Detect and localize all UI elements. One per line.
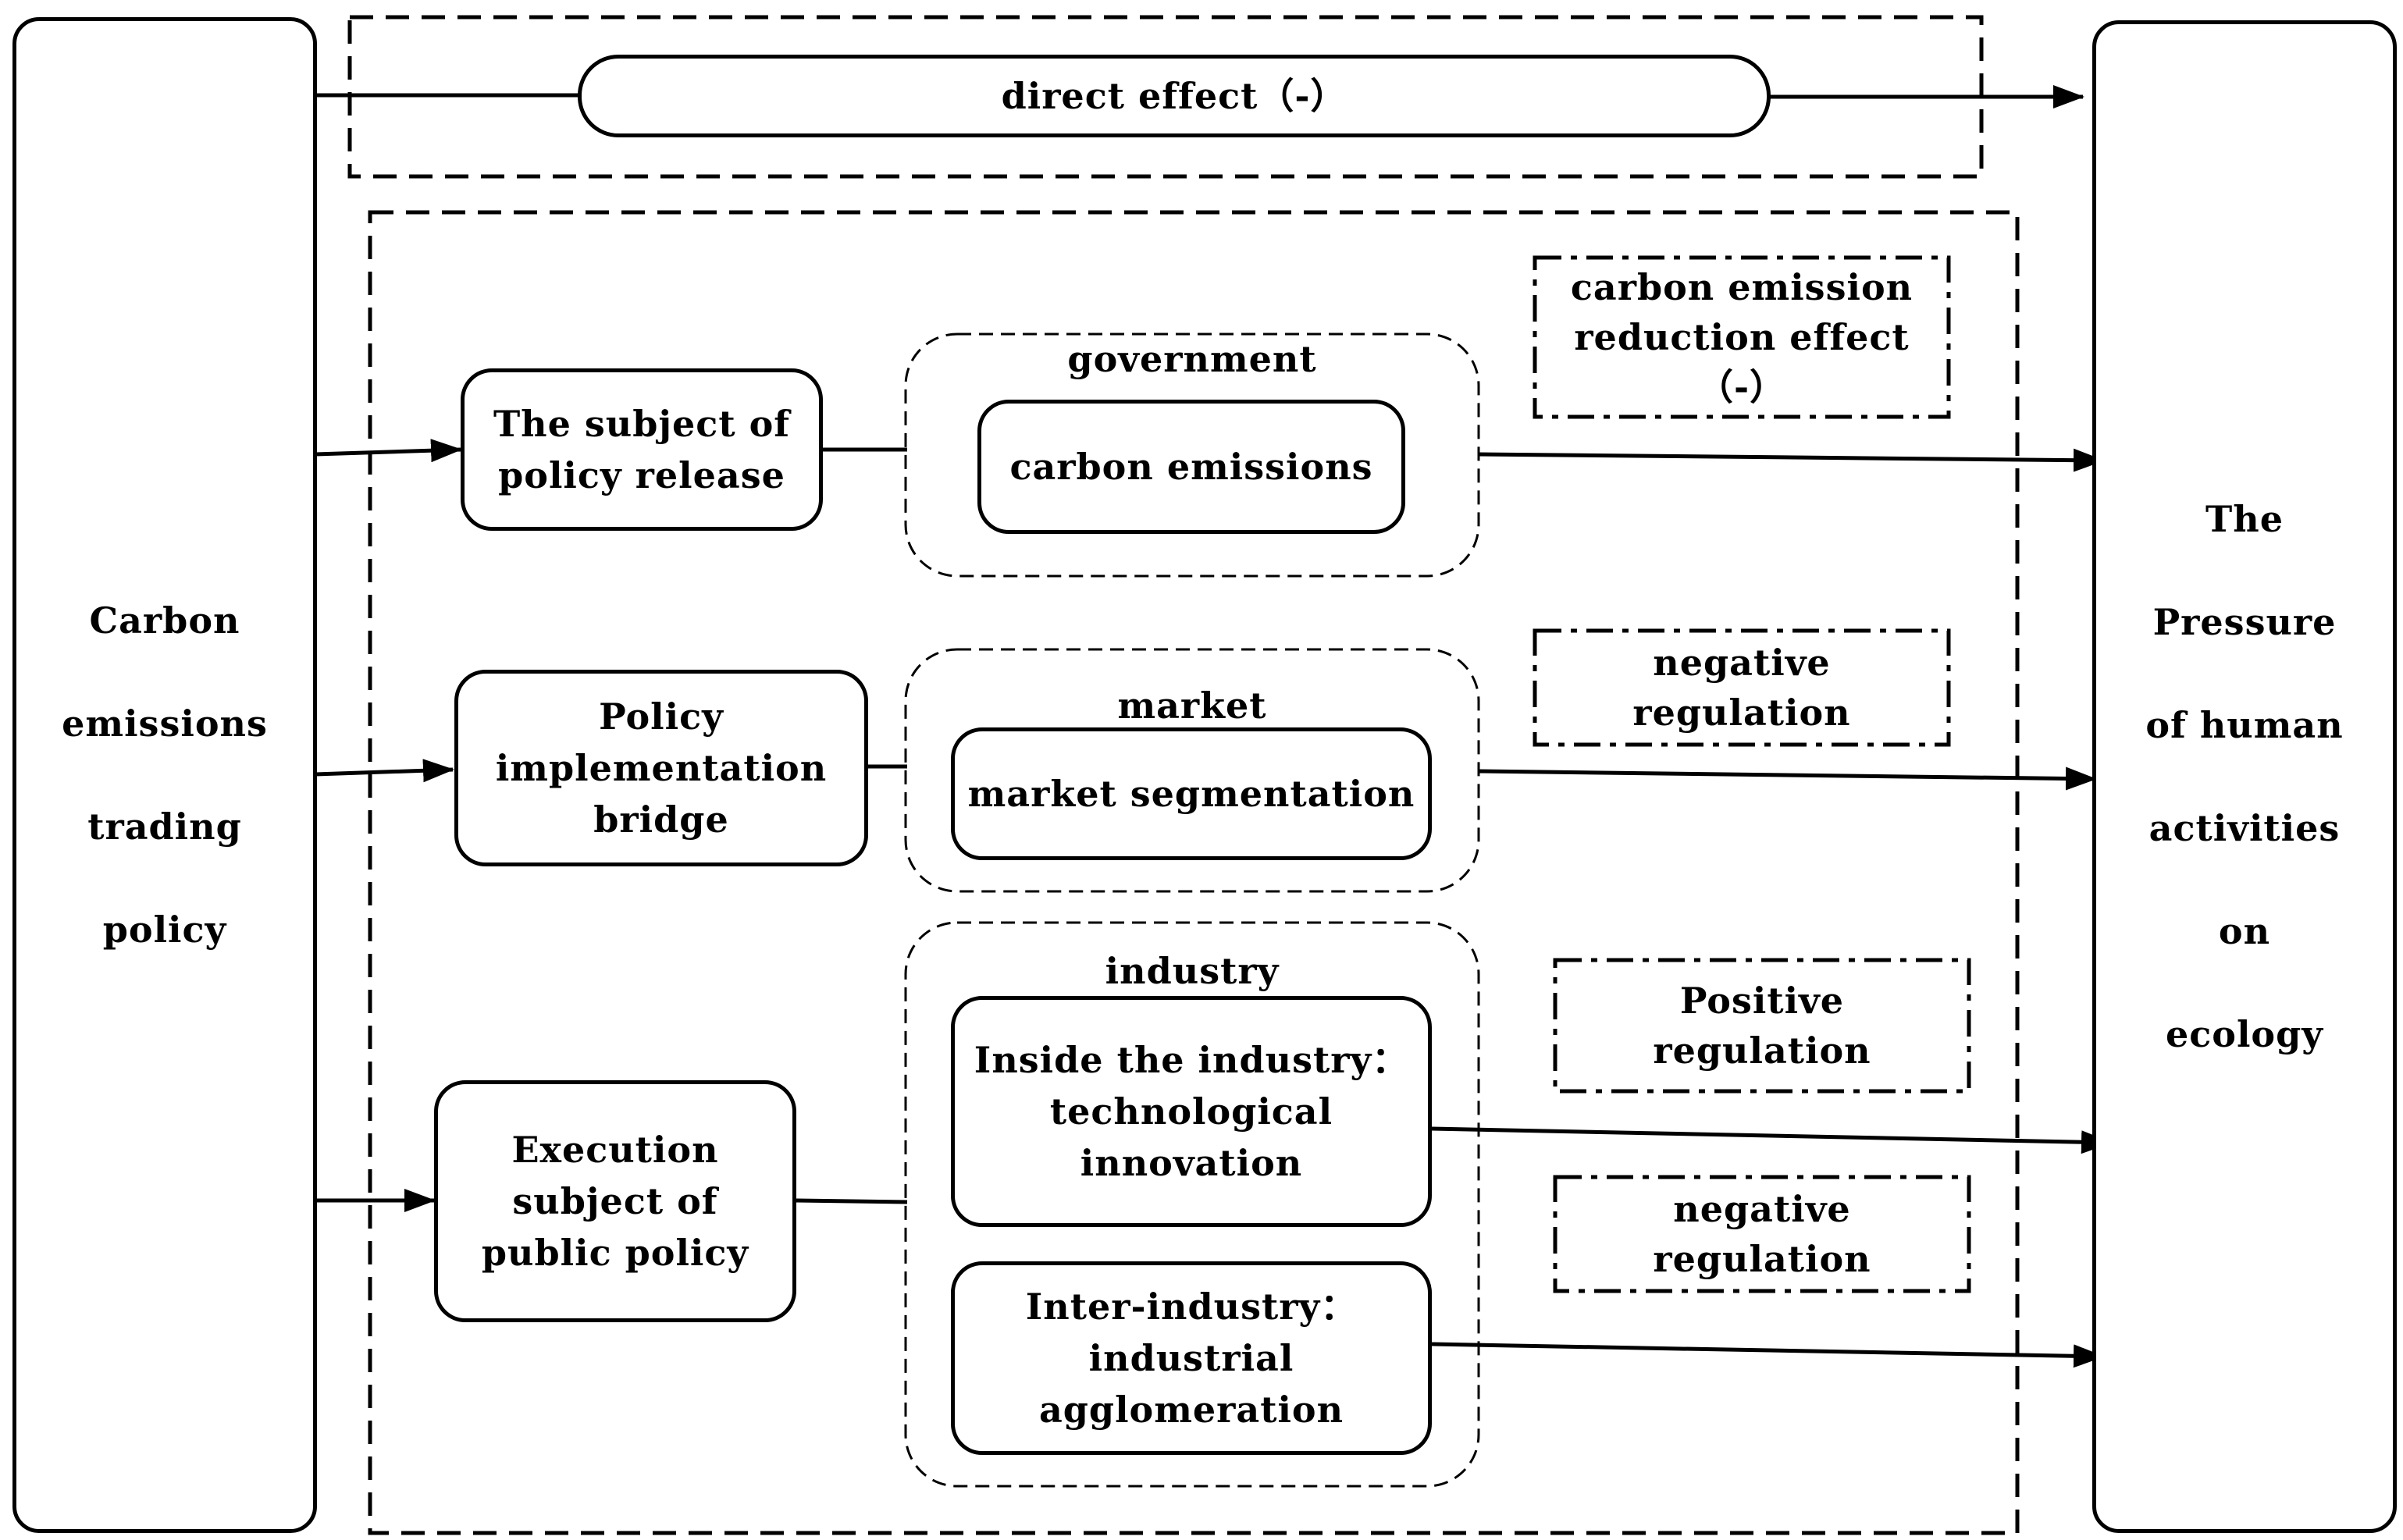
subject-line: The subject of: [493, 403, 791, 445]
arrow-to-implementation-bridge: [315, 759, 454, 783]
right-node-line: The: [2205, 498, 2284, 540]
inner-box-line: Inter-industry：: [1025, 1286, 1358, 1328]
implementation-bridge-subject-box: Policy implementation bridge: [454, 670, 868, 866]
carbon-trading-policy-node: Carbon emissions trading policy: [12, 17, 317, 1533]
subject-line: Policy: [599, 695, 724, 738]
effect-frame-emission: [1533, 255, 1951, 419]
effect-line: regulation: [1632, 692, 1851, 734]
market-group-label: market: [1117, 685, 1267, 727]
effect-line: negative: [1673, 1188, 1851, 1230]
subject-line: bridge: [593, 798, 729, 841]
effect-frame-market: [1533, 628, 1951, 747]
effect-frame-positive: [1553, 958, 1971, 1094]
right-node-line: Pressure: [2152, 601, 2337, 643]
left-node-line: trading: [87, 806, 242, 848]
positive-regulation-note: Positive regulation: [1555, 960, 1969, 1091]
subject-line: implementation: [495, 747, 828, 789]
technological-innovation-box: Inside the industry： technological innov…: [951, 996, 1432, 1227]
right-node-line: on: [2218, 910, 2271, 952]
effect-line: reduction effect: [1574, 316, 1910, 358]
effect-line: （-）: [1696, 366, 1787, 408]
subject-line: public policy: [481, 1232, 749, 1274]
subject-line: Execution: [511, 1129, 719, 1171]
direct-effect-pill: direct effect（-）: [578, 55, 1771, 137]
carbon-emissions-box: carbon emissions: [977, 400, 1405, 534]
left-node-line: Carbon: [89, 599, 240, 642]
arrow-agglomeration-to-pressure: [1431, 1342, 2105, 1368]
inner-box-line: Inside the industry：: [974, 1039, 1409, 1081]
effect-line: regulation: [1653, 1030, 1871, 1072]
market-group-frame: [904, 648, 1480, 893]
subject-line: policy release: [498, 454, 785, 496]
inner-box-line: carbon emissions: [1009, 446, 1373, 488]
market-negative-regulation-note: negative regulation: [1535, 631, 1949, 745]
inner-box-line: agglomeration: [1038, 1389, 1344, 1431]
right-node-line: of human: [2145, 704, 2344, 746]
inner-box-line: industrial: [1088, 1337, 1294, 1379]
industry-group-label: industry: [1105, 950, 1280, 992]
left-node-line: emissions: [62, 702, 268, 745]
effect-line: negative: [1653, 642, 1831, 684]
industrial-agglomeration-box: Inter-industry： industrial agglomeration: [951, 1261, 1432, 1455]
direct-effect-label: direct effect（-）: [1001, 75, 1347, 117]
mediation-frame: [368, 210, 2020, 1535]
market-segmentation-box: market segmentation: [951, 727, 1432, 860]
left-node-line: policy: [102, 909, 227, 951]
subject-line: subject of: [512, 1180, 718, 1222]
arrow-innovation-to-pressure: [1431, 1126, 2113, 1154]
right-node-line: ecology: [2165, 1013, 2323, 1055]
agglomeration-negative-regulation-note: negative regulation: [1555, 1177, 1969, 1291]
effect-line: carbon emission: [1570, 266, 1914, 308]
ecological-pressure-node: The Pressure of human activities on ecol…: [2092, 20, 2397, 1533]
effect-line: regulation: [1653, 1238, 1871, 1280]
arrow-emissions-to-pressure: [1478, 448, 2105, 472]
emission-reduction-effect-note: carbon emission reduction effect （-）: [1535, 258, 1949, 417]
inner-box-line: innovation: [1080, 1142, 1303, 1184]
arrow-to-policy-release: [315, 439, 462, 463]
link-execution-industry: [796, 1198, 908, 1204]
inner-box-line: market segmentation: [967, 773, 1415, 815]
arrow-market-to-pressure: [1478, 766, 2097, 791]
policy-release-subject-box: The subject of policy release: [461, 368, 823, 531]
effect-frame-agglomeration: [1553, 1175, 1971, 1293]
execution-subject-box: Execution subject of public policy: [434, 1080, 796, 1322]
right-node-line: activities: [2148, 807, 2341, 849]
government-group-label: government: [1067, 338, 1317, 380]
inner-box-line: technological: [1049, 1090, 1333, 1133]
effect-line: Positive: [1679, 980, 1845, 1022]
